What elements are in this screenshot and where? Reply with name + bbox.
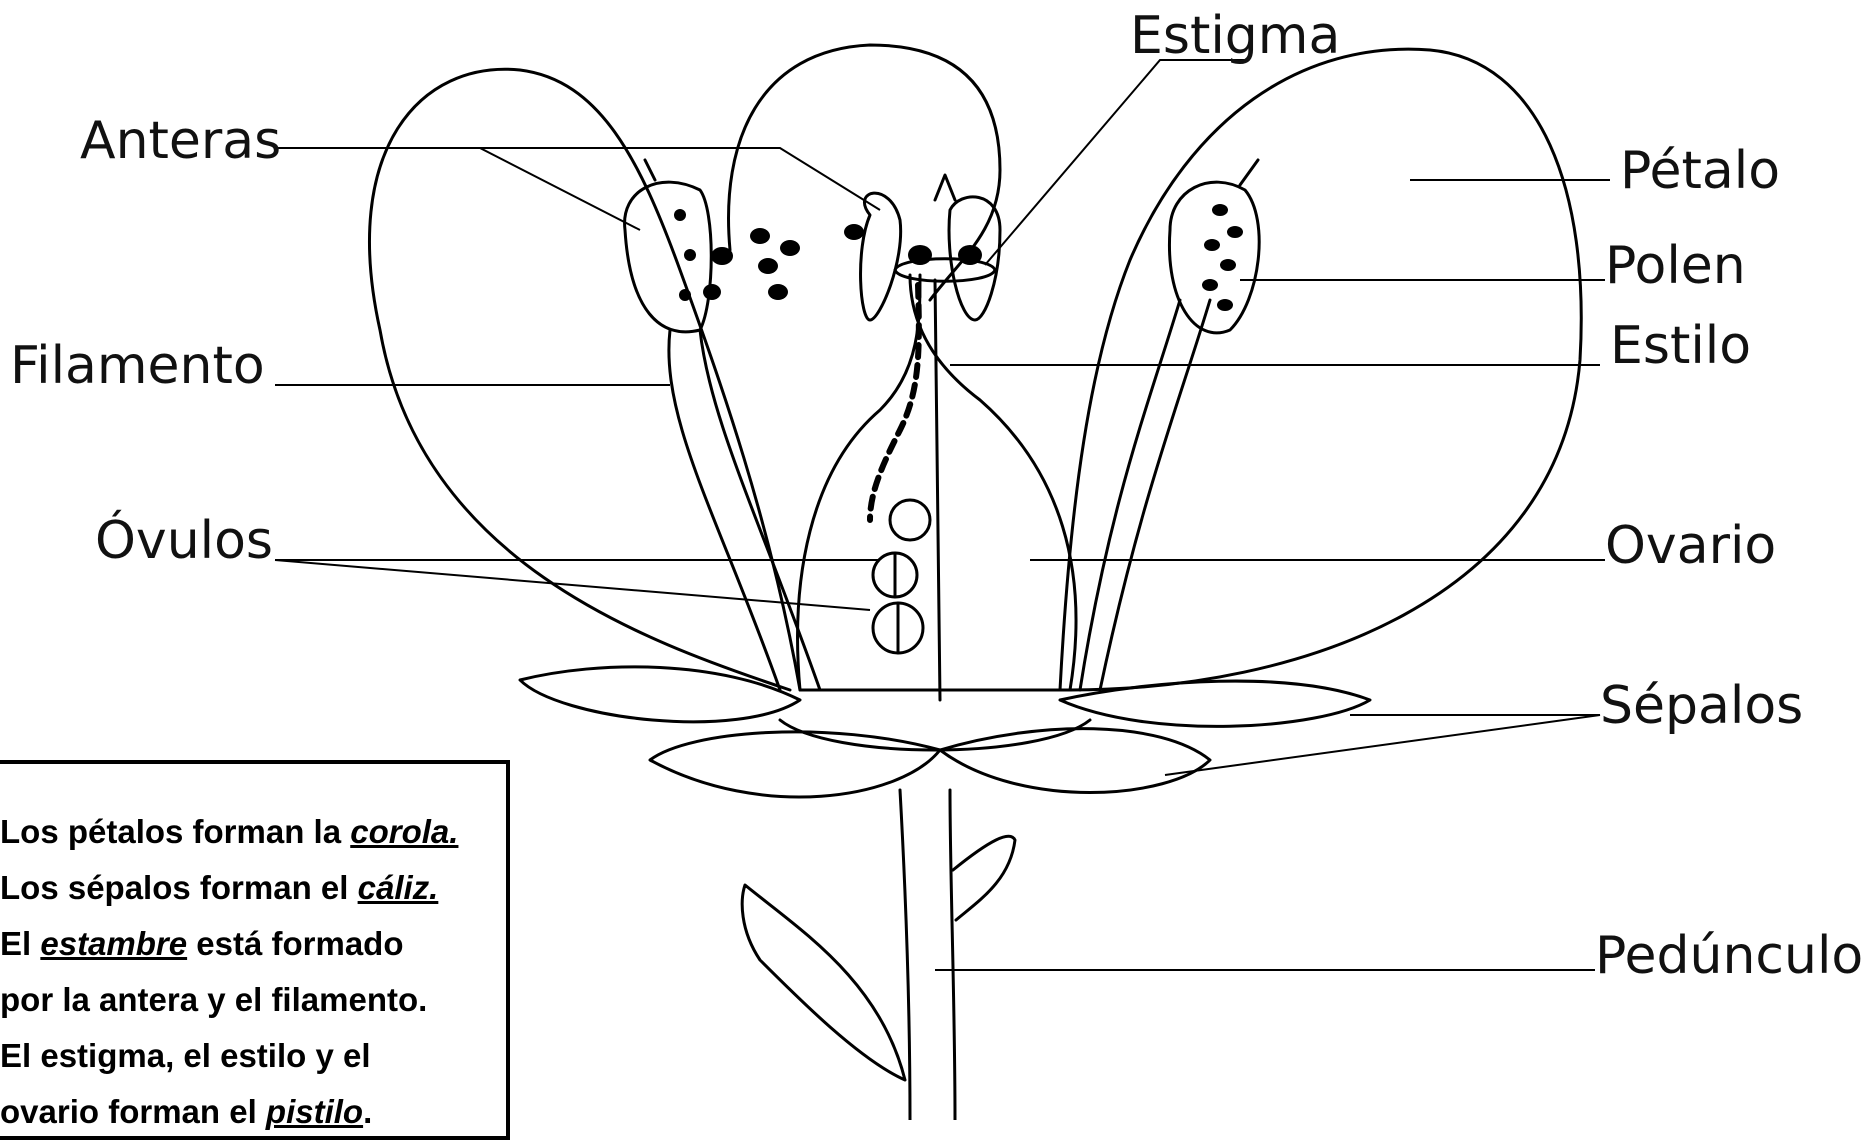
label-sepalos: Sépalos: [1600, 680, 1803, 732]
right-petal: [1060, 49, 1581, 690]
note-line-5: El estigma, el estilo y el: [0, 1028, 506, 1084]
pollen-tube: [870, 285, 919, 520]
peduncle: [900, 790, 955, 1120]
front-sepal-left: [650, 732, 940, 797]
receptacle: [780, 720, 1090, 750]
label-petalo: Pétalo: [1620, 145, 1780, 197]
stigma: [895, 259, 995, 282]
right-anther: [1169, 182, 1259, 333]
label-pedunculo: Pedúnculo: [1595, 930, 1863, 982]
left-leaf: [742, 885, 905, 1080]
label-estilo: Estilo: [1610, 320, 1751, 372]
note-line-3: El estambre está formado: [0, 916, 506, 972]
note-line-1: Los pétalos forman la corola.: [0, 804, 506, 860]
left-petal: [369, 69, 800, 690]
ovary-midline: [935, 280, 940, 700]
left-sepal: [520, 667, 800, 722]
front-sepal-right: [940, 729, 1210, 793]
label-ovulos: Óvulos: [95, 515, 273, 567]
left-anther: [625, 182, 712, 332]
note-line-2: Los sépalos forman el cáliz.: [0, 860, 506, 916]
ovules: [873, 500, 930, 653]
center-anther-left: [861, 193, 901, 320]
summary-note: Los pétalos forman la corola. Los sépalo…: [0, 760, 510, 1140]
right-leaf: [953, 836, 1015, 920]
note-line-4: por la antera y el filamento.: [0, 972, 506, 1028]
label-ovario: Ovario: [1605, 520, 1776, 572]
label-filamento: Filamento: [10, 340, 265, 392]
note-line-6: ovario forman el pistilo.: [0, 1084, 506, 1140]
label-estigma: Estigma: [1130, 10, 1340, 62]
label-polen: Polen: [1605, 240, 1746, 292]
label-anteras: Anteras: [80, 115, 281, 167]
